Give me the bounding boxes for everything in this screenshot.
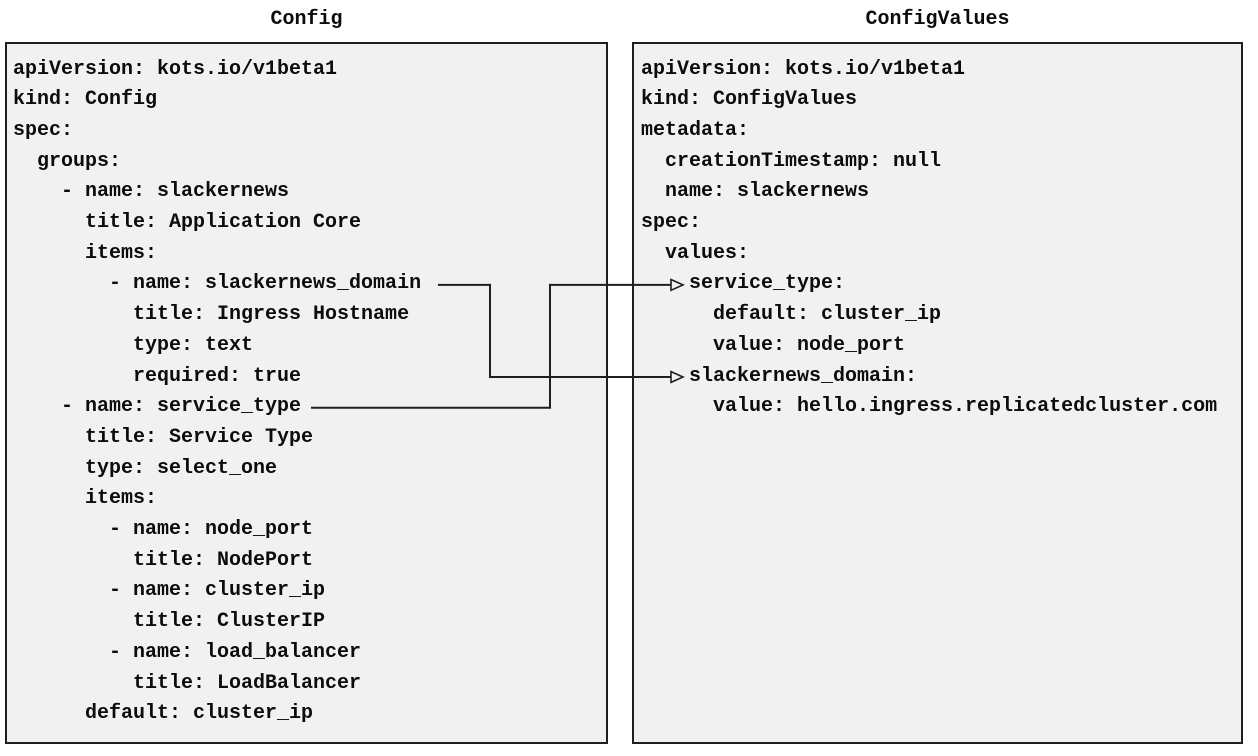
- config-yaml: apiVersion: kots.io/v1beta1 kind: Config…: [13, 57, 422, 726]
- configvalues-yaml: apiVersion: kots.io/v1beta1 kind: Config…: [641, 57, 1218, 419]
- config-panel-title: Config: [270, 8, 343, 31]
- config-panel: apiVersion: kots.io/v1beta1 kind: Config…: [5, 42, 608, 744]
- configvalues-panel: apiVersion: kots.io/v1beta1 kind: Config…: [632, 42, 1243, 744]
- configvalues-panel-title: ConfigValues: [865, 8, 1010, 31]
